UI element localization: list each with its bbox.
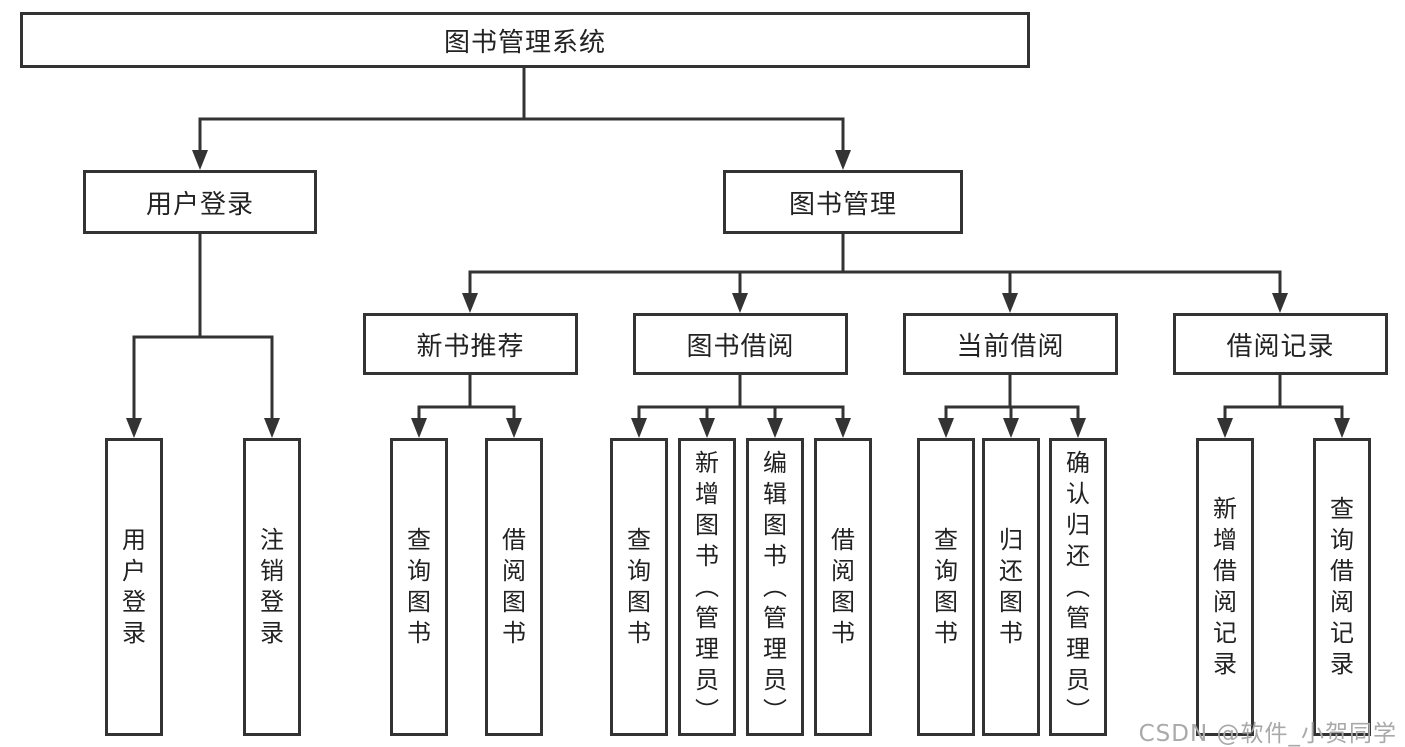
leaf-current-return-books: 归还图书 [982,438,1040,736]
leaf-label: 借阅图书 [831,526,855,647]
node-new-book-recommendation: 新书推荐 [363,313,578,375]
leaf-label: 查询图书 [407,526,431,647]
node-book-borrowing: 图书借阅 [633,313,848,375]
leaf-borrow-add-books-admin: 新增图书︵管理员︶ [678,438,736,736]
node-label: 借阅记录 [1226,331,1335,362]
leaf-label: 归还图书 [999,526,1023,647]
leaf-label: 查询图书 [627,526,651,647]
node-user-login: 用户登录 [83,170,317,234]
leaf-label: 编辑图书︵管理员︶ [763,448,787,725]
node-library-management-system: 图书管理系统 [20,12,1030,68]
leaf-label: 确认归还︵管理员︶ [1066,448,1090,725]
leaf-records-add-borrow-record: 新增借阅记录 [1196,438,1254,736]
leaf-current-query-books: 查询图书 [917,438,975,736]
node-book-management: 图书管理 [723,170,963,234]
node-label: 图书借阅 [686,331,795,362]
leaf-label: 借阅图书 [502,526,526,647]
leaf-newbook-borrow-books: 借阅图书 [485,438,543,736]
node-label: 当前借阅 [956,331,1065,362]
leaf-user-login: 用户登录 [105,438,163,736]
watermark: CSDN @软件_小贺同学 [1138,721,1397,747]
leaf-records-query-borrow-record: 查询借阅记录 [1313,438,1371,736]
leaf-label: 查询借阅记录 [1330,495,1354,678]
leaf-label: 注销登录 [260,526,284,647]
leaf-label: 新增借阅记录 [1213,495,1237,678]
node-label: 图书管理 [788,189,897,220]
leaf-logout: 注销登录 [243,438,301,736]
leaf-label: 查询图书 [934,526,958,647]
leaf-label: 新增图书︵管理员︶ [695,448,719,725]
node-borrowing-records: 借阅记录 [1173,313,1388,375]
leaf-current-confirm-return-admin: 确认归还︵管理员︶ [1049,438,1107,736]
node-current-borrowing: 当前借阅 [903,313,1118,375]
leaf-newbook-query-books: 查询图书 [390,438,448,736]
node-label: 新书推荐 [416,331,525,362]
leaf-borrow-query-books: 查询图书 [610,438,668,736]
node-label: 图书管理系统 [443,27,606,58]
leaf-borrow-edit-books-admin: 编辑图书︵管理员︶ [746,438,804,736]
leaf-borrow-borrow-books: 借阅图书 [814,438,872,736]
leaf-label: 用户登录 [122,526,146,647]
node-label: 用户登录 [145,189,254,220]
